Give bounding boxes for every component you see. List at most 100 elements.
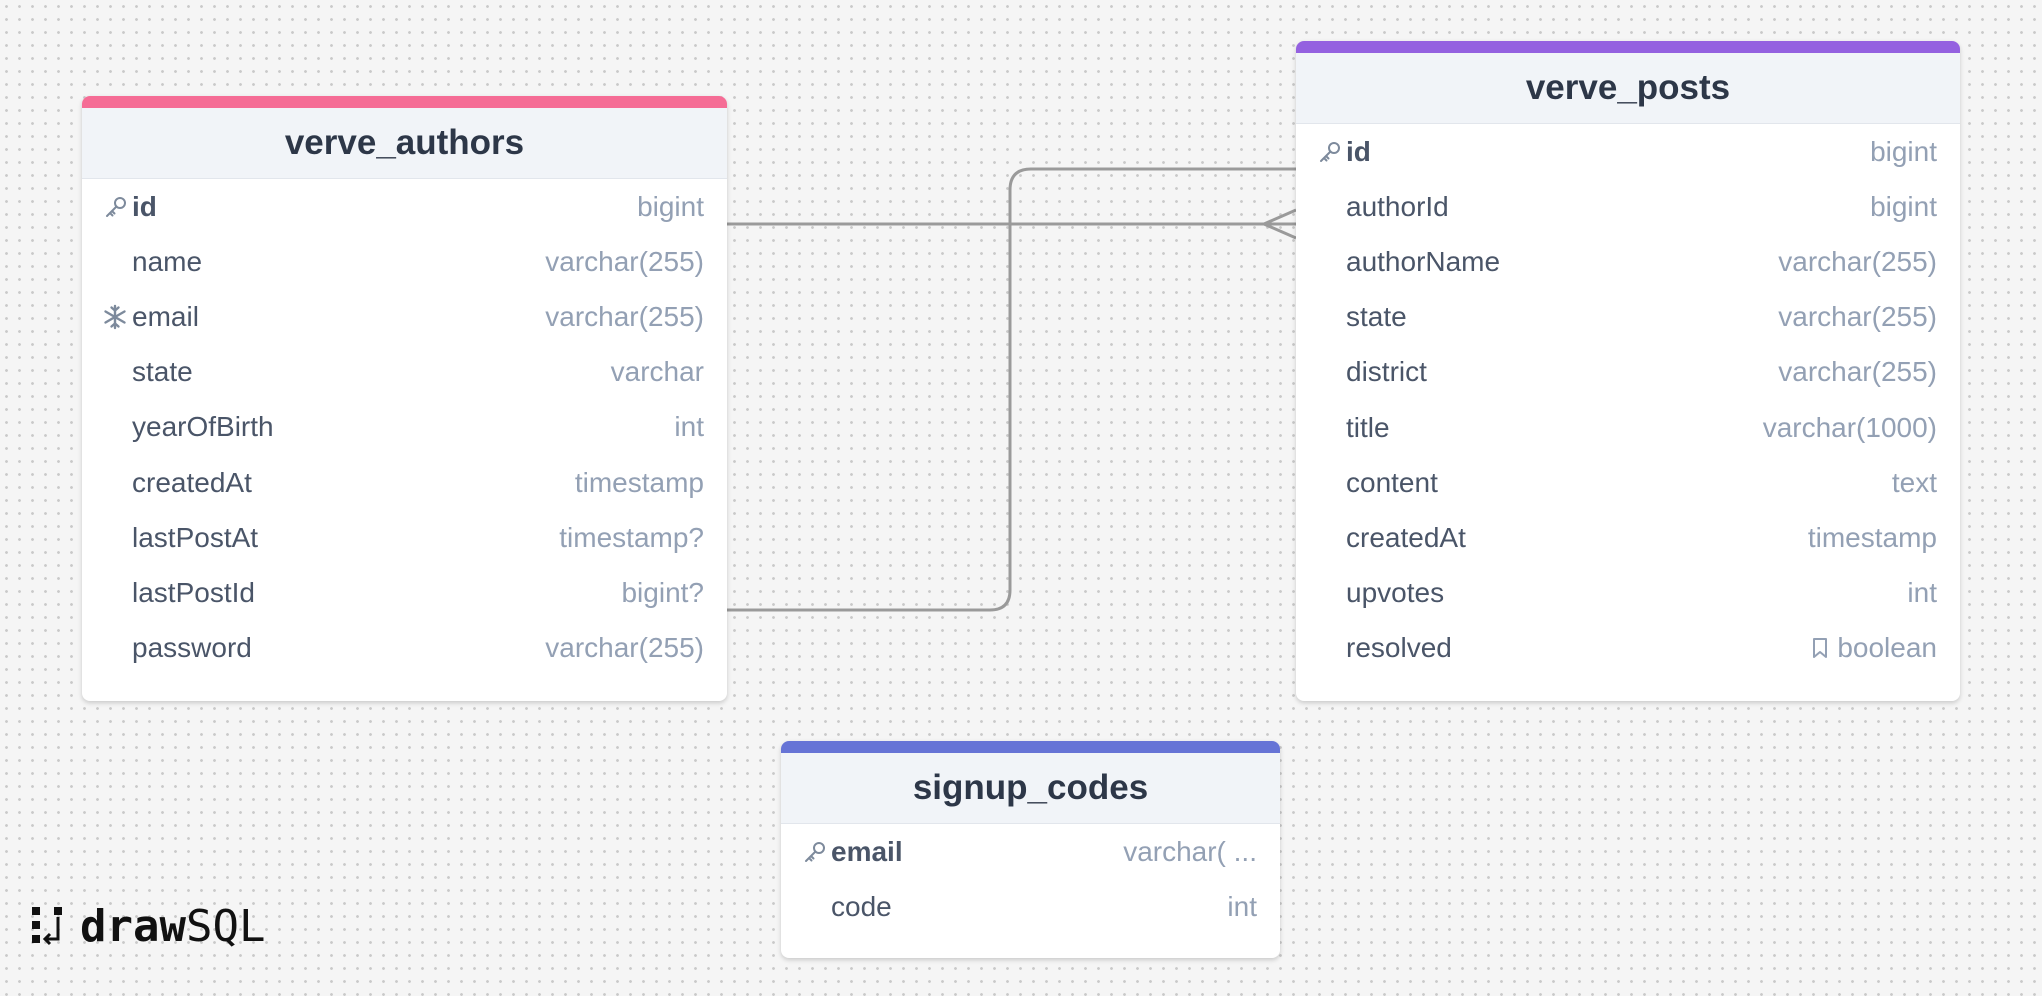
logo-text-sql: SQL: [185, 901, 266, 952]
column-row-id[interactable]: id bigint: [1296, 124, 1960, 179]
column-name: authorId: [1346, 190, 1449, 222]
key-icon: [781, 840, 831, 864]
column-type: varchar(255): [545, 245, 704, 277]
column-name: title: [1346, 411, 1390, 443]
table-title[interactable]: verve_posts: [1296, 53, 1960, 124]
column-type: bigint?: [621, 576, 704, 608]
column-name: resolved: [1346, 632, 1452, 664]
column-type-wrap: varchar(255): [1778, 246, 1937, 278]
column-row-name[interactable]: name varchar(255): [82, 234, 727, 289]
key-icon: [82, 195, 132, 219]
column-row-createdat[interactable]: createdAt timestamp: [1296, 510, 1960, 565]
column-type: int: [1227, 890, 1257, 922]
column-type-wrap: bigint?: [621, 577, 704, 609]
column-type-wrap: varchar(255): [545, 246, 704, 278]
column-name: id: [1346, 135, 1371, 167]
column-name: email: [132, 300, 199, 332]
column-name: yearOfBirth: [132, 411, 274, 443]
column-type: int: [1907, 577, 1937, 609]
column-type: varchar: [610, 356, 704, 388]
column-type: bigint: [1870, 135, 1937, 167]
column-name: password: [132, 632, 252, 664]
column-type-wrap: bigint: [1870, 191, 1937, 223]
column-name: id: [132, 190, 157, 222]
column-type-wrap: int: [1227, 891, 1257, 923]
column-row-password[interactable]: password varchar(255): [82, 621, 727, 676]
column-name: createdAt: [132, 466, 252, 498]
column-type-wrap: timestamp: [1808, 522, 1937, 554]
logo-text-draw: draw: [80, 901, 186, 952]
column-type-wrap: varchar(255): [545, 301, 704, 333]
column-type-wrap: varchar(255): [1778, 301, 1937, 333]
column-name: lastPostAt: [132, 521, 259, 553]
column-type-wrap: text: [1892, 467, 1937, 499]
column-type-wrap: varchar: [611, 356, 704, 388]
column-list: id bigint name varchar(255) email varchar(255…: [82, 179, 727, 676]
column-type: varchar(255): [545, 300, 704, 332]
column-row-authorname[interactable]: authorName varchar(255): [1296, 234, 1960, 289]
column-name: upvotes: [1346, 577, 1445, 609]
table-signup-codes[interactable]: signup_codes email varchar( ... code int: [781, 741, 1280, 958]
drawsql-logo: drawSQL: [30, 905, 265, 949]
column-type: varchar(255): [1778, 245, 1937, 277]
column-type: boolean: [1837, 632, 1937, 664]
table-title[interactable]: verve_authors: [82, 108, 727, 179]
column-type-wrap: varchar( ...: [1123, 836, 1257, 868]
snowflake-icon: [82, 304, 132, 330]
column-row-id[interactable]: id bigint: [82, 179, 727, 234]
column-type-wrap: timestamp?: [559, 522, 704, 554]
column-name: state: [1346, 301, 1407, 333]
column-type: timestamp: [1807, 521, 1937, 553]
table-accent-bar: [781, 741, 1280, 753]
column-type: int: [674, 411, 704, 443]
column-name: state: [132, 356, 193, 388]
column-type-wrap: varchar(1000): [1763, 412, 1937, 444]
column-list: id bigint authorId bigint authorName varchar(…: [1296, 124, 1960, 676]
bookmark-icon: [1811, 637, 1829, 659]
column-type: varchar( ...: [1123, 835, 1257, 867]
column-row-email[interactable]: email varchar( ...: [781, 824, 1280, 879]
column-name: district: [1346, 356, 1427, 388]
column-name: lastPostId: [132, 576, 255, 608]
column-type-wrap: varchar(255): [1778, 356, 1937, 388]
column-name: code: [831, 890, 892, 922]
column-row-state[interactable]: state varchar(255): [1296, 290, 1960, 345]
column-row-code[interactable]: code int: [781, 879, 1280, 934]
column-type-wrap: boolean: [1811, 632, 1937, 664]
column-type-wrap: bigint: [1870, 136, 1937, 168]
column-type: bigint: [1870, 190, 1937, 222]
column-name: name: [132, 245, 203, 277]
column-type-wrap: int: [1907, 577, 1937, 609]
table-accent-bar: [82, 96, 727, 108]
column-type-wrap: bigint: [637, 191, 704, 223]
column-name: createdAt: [1346, 521, 1466, 553]
column-type: varchar(255): [1778, 301, 1937, 333]
column-type: timestamp: [574, 466, 704, 498]
column-type: bigint: [637, 190, 704, 222]
column-row-upvotes[interactable]: upvotes int: [1296, 566, 1960, 621]
column-type: varchar(255): [545, 632, 704, 664]
column-name: content: [1346, 466, 1438, 498]
column-row-yearofbirth[interactable]: yearOfBirth int: [82, 400, 727, 455]
column-row-resolved[interactable]: resolved boolean: [1296, 621, 1960, 676]
column-name: authorName: [1346, 245, 1501, 277]
column-row-lastpostat[interactable]: lastPostAt timestamp?: [82, 510, 727, 565]
column-row-content[interactable]: content text: [1296, 455, 1960, 510]
column-row-state[interactable]: state varchar: [82, 345, 727, 400]
column-type-wrap: timestamp: [575, 467, 704, 499]
column-row-authorid[interactable]: authorId bigint: [1296, 179, 1960, 234]
column-row-email[interactable]: email varchar(255): [82, 289, 727, 344]
column-row-createdat[interactable]: createdAt timestamp: [82, 455, 727, 510]
column-row-district[interactable]: district varchar(255): [1296, 345, 1960, 400]
column-row-title[interactable]: title varchar(1000): [1296, 400, 1960, 455]
drawsql-logo-icon: [32, 907, 62, 946]
relation-authors-lastpostid-to-posts-id: [727, 167, 1296, 612]
table-title[interactable]: signup_codes: [781, 753, 1280, 824]
table-accent-bar: [1296, 41, 1960, 53]
column-list: email varchar( ... code int: [781, 824, 1280, 934]
column-name: email: [831, 835, 903, 867]
column-row-lastpostid[interactable]: lastPostId bigint?: [82, 565, 727, 620]
column-type-wrap: varchar(255): [545, 632, 704, 664]
